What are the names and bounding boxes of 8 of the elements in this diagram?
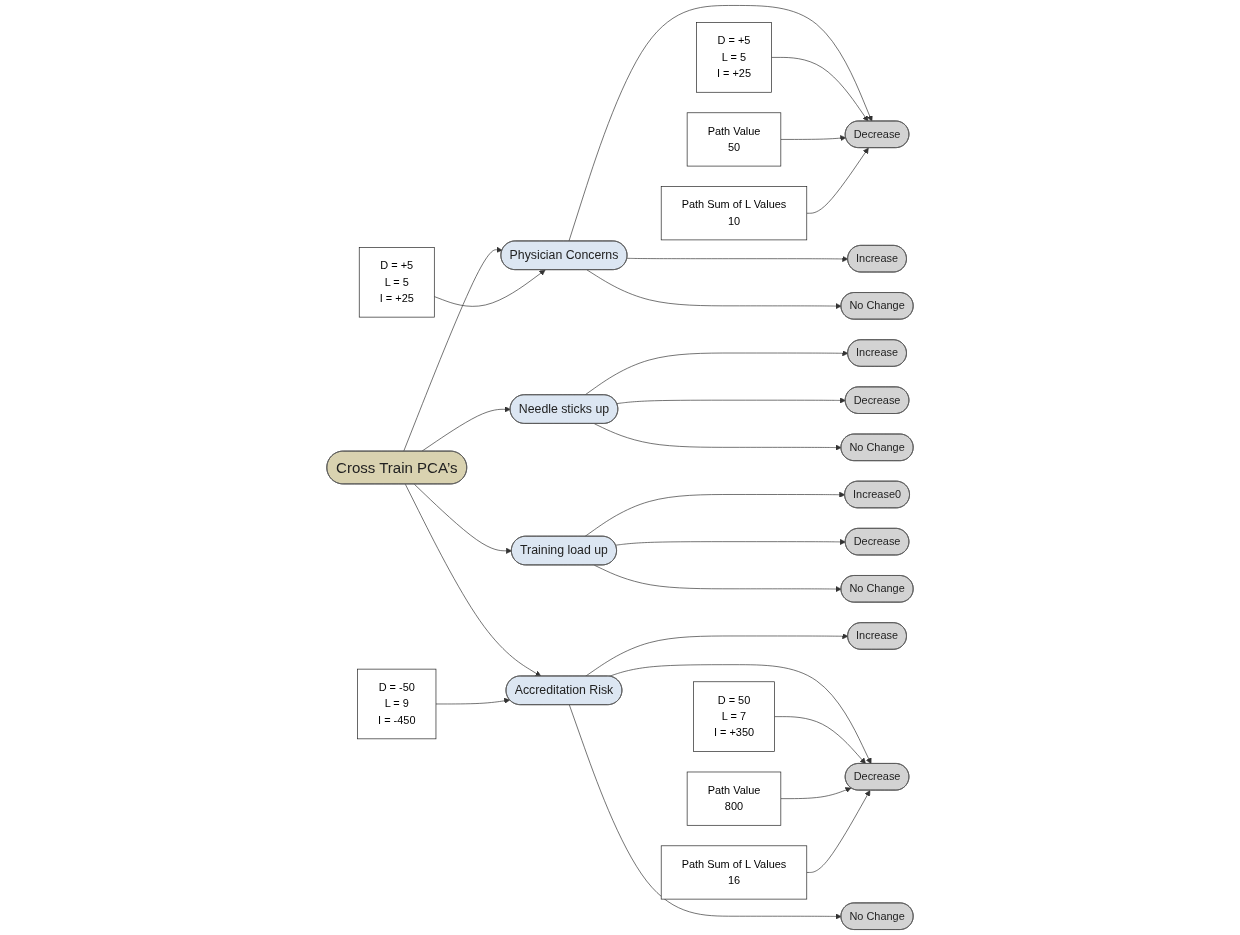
node-box: D = -50 L = 9 I = -450 (357, 668, 437, 740)
node-box: Path Value 50 (686, 112, 782, 167)
node-box: D = +5 L = 5 I = +25 (358, 247, 435, 318)
node-box: Path Value 800 (686, 771, 782, 826)
node-box: D = 50 L = 7 I = +350 (693, 681, 775, 752)
node-box: Path Sum of L Values 10 (660, 186, 808, 241)
node-box: D = +5 L = 5 I = +25 (696, 22, 772, 93)
node-box: Path Sum of L Values 16 (660, 845, 808, 900)
